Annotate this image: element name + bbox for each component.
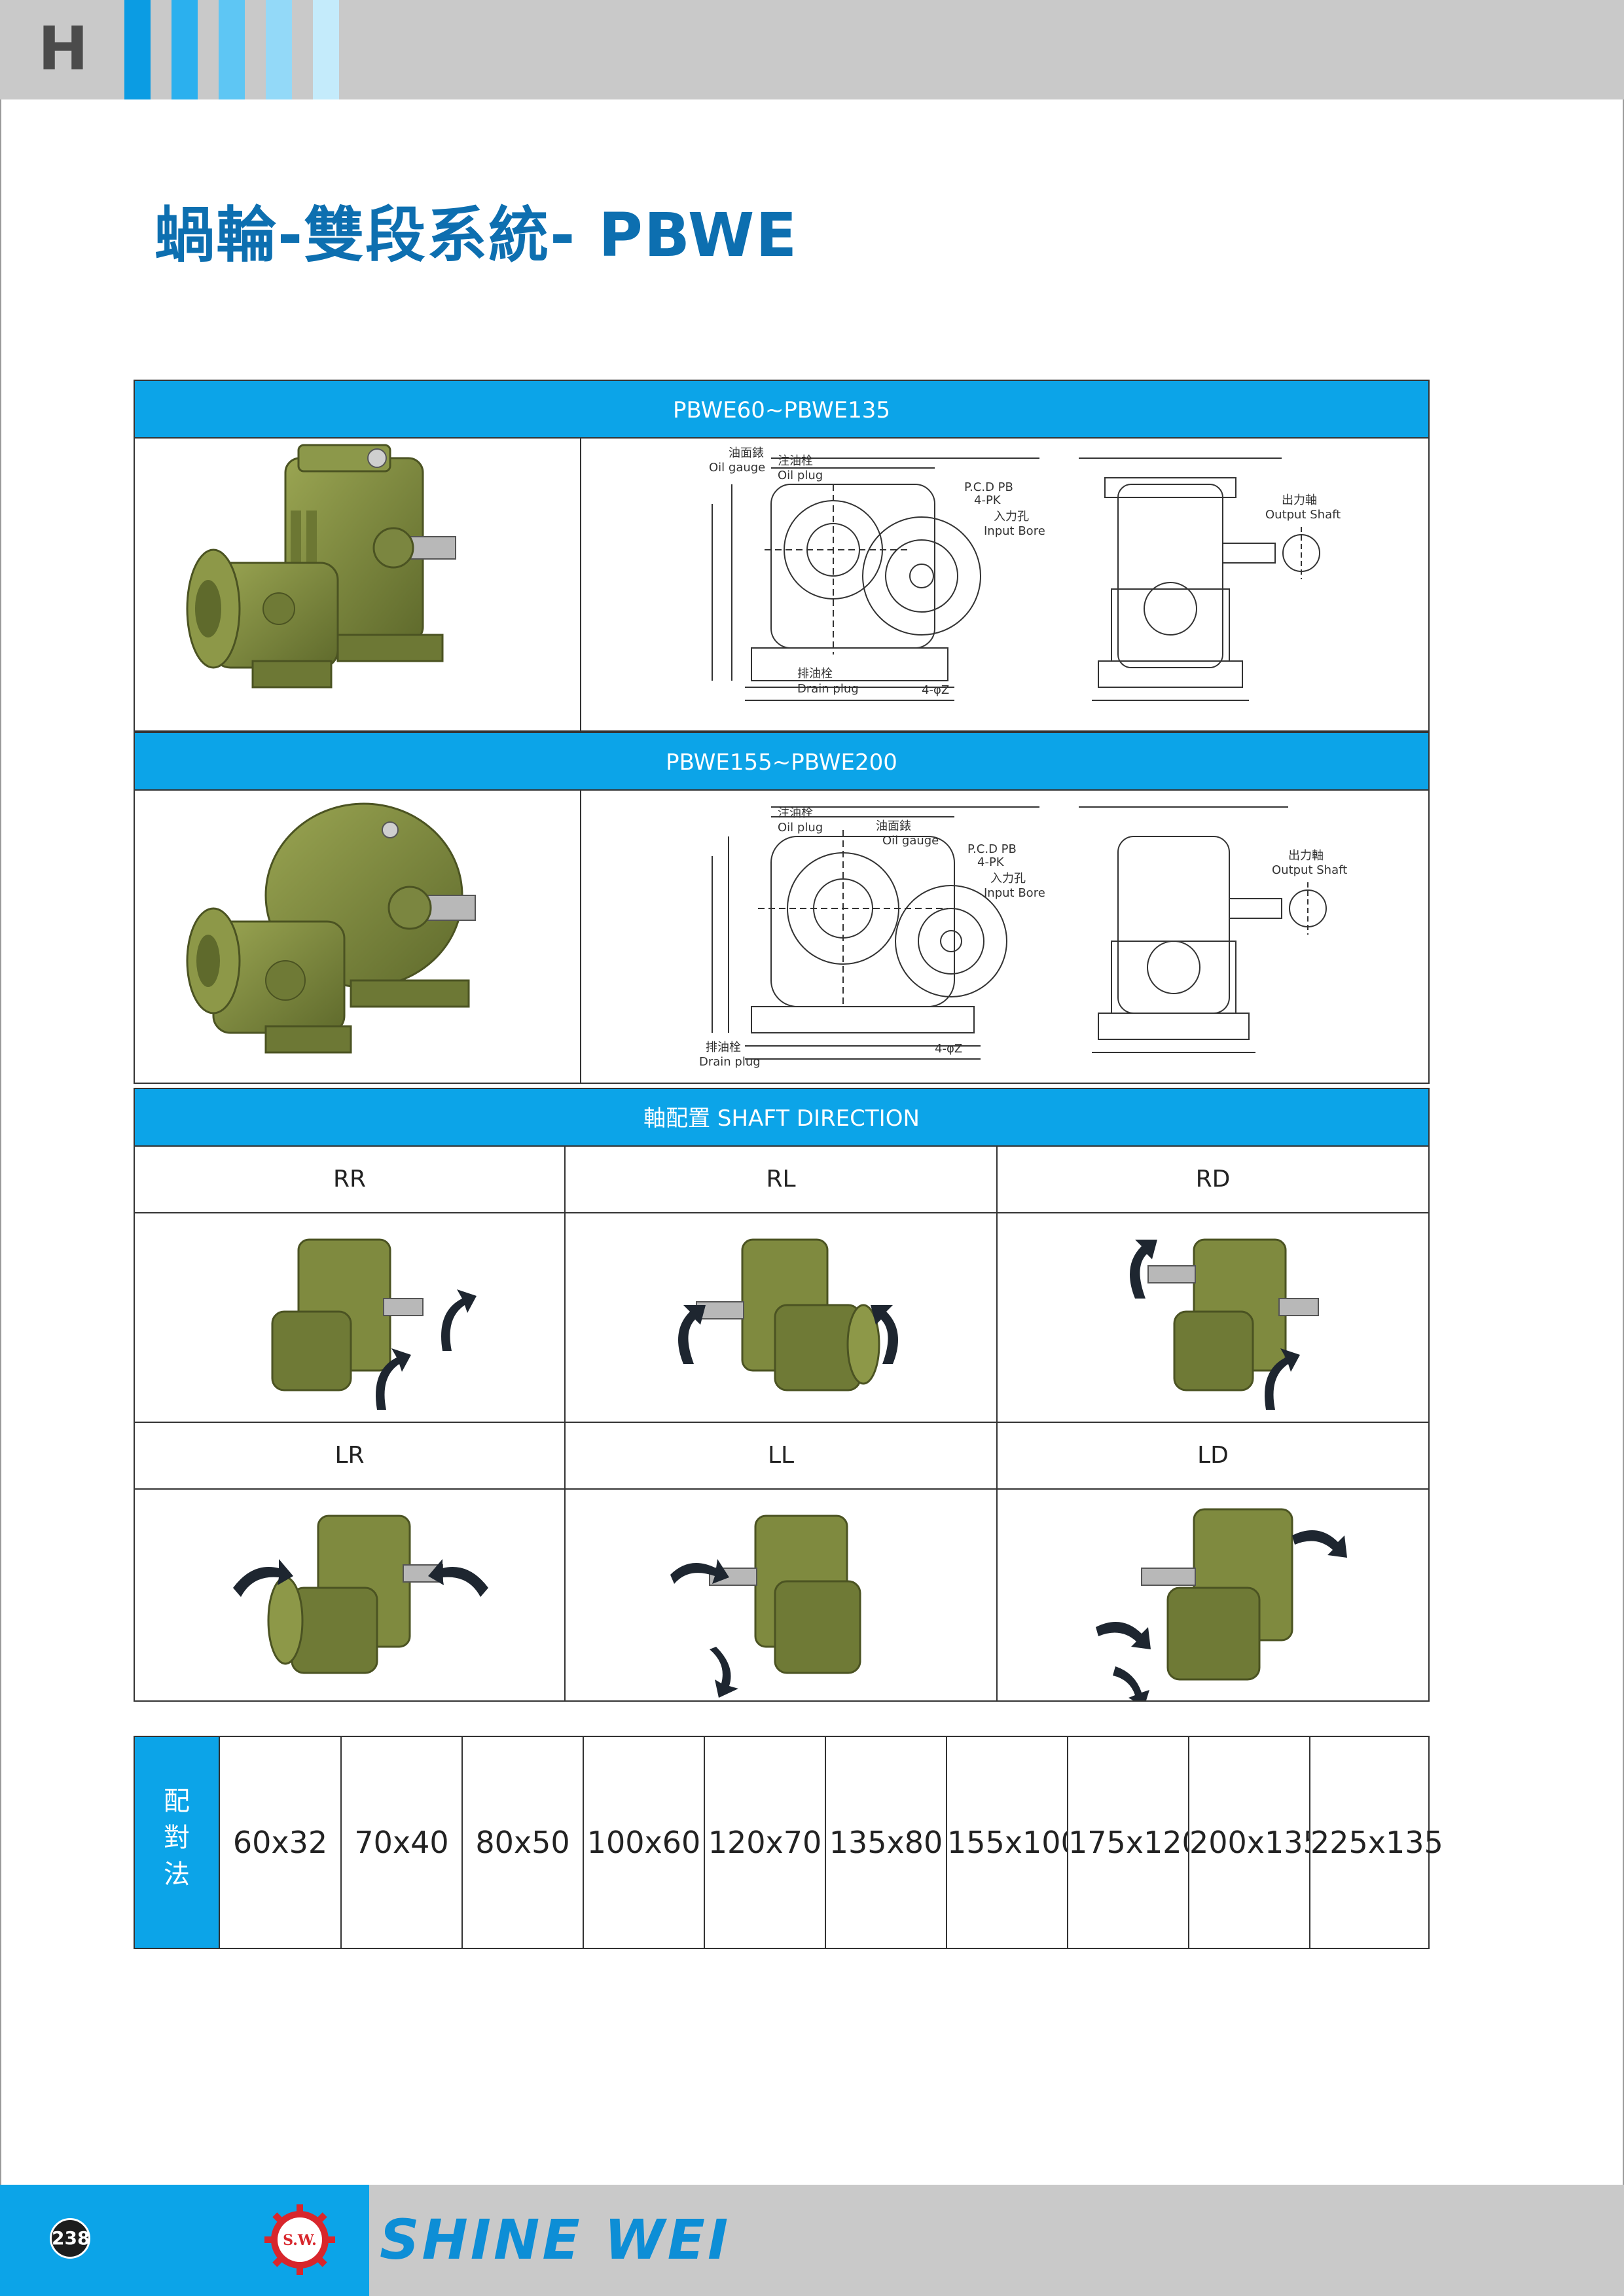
shaft-direction-band: 軸配置 SHAFT DIRECTION xyxy=(134,1088,1430,1147)
stripe-5 xyxy=(313,0,339,99)
pairing-header-char: 配 xyxy=(164,1786,190,1816)
sw-gear-logo-icon: S.W. xyxy=(264,2204,335,2275)
shaft-rr-image xyxy=(271,1238,477,1410)
shaft-label-rd: RD xyxy=(996,1145,1430,1213)
svg-text:S.W.: S.W. xyxy=(283,2232,317,2249)
pairing-cell: 80x50 xyxy=(461,1736,584,1949)
page-title: 蝸輪-雙段系統- PBWE xyxy=(154,200,799,270)
shaft-label-rl: RL xyxy=(564,1145,998,1213)
pairing-cell: 225x135 xyxy=(1309,1736,1443,1949)
pairing-cell: 175x120 xyxy=(1067,1736,1201,1949)
pairing-cell: 100x60 xyxy=(583,1736,705,1949)
pairing-cell: 70x40 xyxy=(340,1736,463,1949)
gearbox-photo-2 xyxy=(186,802,476,1054)
shaft-ll-image xyxy=(670,1515,861,1698)
pairing-cell: 120x70 xyxy=(704,1736,826,1949)
svg-text:Output Shaft: Output Shaft xyxy=(1265,508,1341,522)
pairing-cell: 60x32 xyxy=(219,1736,342,1949)
pairing-cell: 135x80 xyxy=(825,1736,947,1949)
shaft-ld-image xyxy=(1096,1508,1347,1700)
svg-text:入力孔: 入力孔 xyxy=(990,872,1026,886)
svg-text:4-PK: 4-PK xyxy=(977,855,1005,869)
shaft-image-cell-lr xyxy=(134,1488,566,1702)
pairing-header-char: 法 xyxy=(164,1859,190,1890)
svg-text:Drain plug: Drain plug xyxy=(797,682,859,696)
dimension-drawing-2: 注油栓 Oil plug 油面錶 Oil gauge P.C.D PB 4-PK… xyxy=(699,806,1347,1069)
product-drawing-cell-2: 注油栓 Oil plug 油面錶 Oil gauge P.C.D PB 4-PK… xyxy=(580,789,1430,1084)
pairing-cell: 155x100 xyxy=(946,1736,1080,1949)
svg-text:4-φZ: 4-φZ xyxy=(922,683,949,697)
shaft-image-cell-rl xyxy=(564,1212,998,1423)
pairing-cell: 200x135 xyxy=(1188,1736,1322,1949)
shaft-label-ld: LD xyxy=(996,1422,1430,1490)
stripe-4 xyxy=(266,0,292,99)
svg-text:注油栓: 注油栓 xyxy=(778,806,813,820)
svg-text:排油栓: 排油栓 xyxy=(797,667,833,681)
svg-text:油面錶: 油面錶 xyxy=(729,446,764,460)
shaft-image-cell-ll xyxy=(564,1488,998,1702)
page-number: 238 xyxy=(50,2218,90,2259)
svg-text:注油栓: 注油栓 xyxy=(778,454,813,468)
svg-text:Oil gauge: Oil gauge xyxy=(709,461,765,475)
svg-text:4-PK: 4-PK xyxy=(974,493,1001,507)
svg-text:4-φZ: 4-φZ xyxy=(935,1042,962,1056)
svg-text:P.C.D PB: P.C.D PB xyxy=(964,480,1013,494)
product-band-2: PBWE155~PBWE200 xyxy=(134,732,1430,791)
svg-text:Oil plug: Oil plug xyxy=(778,821,823,834)
stripe-1 xyxy=(124,0,151,99)
svg-text:出力軸: 出力軸 xyxy=(1282,493,1317,507)
gearbox-photo-1 xyxy=(186,444,456,689)
dimension-drawing-1: 油面錶 Oil gauge 注油栓 Oil plug P.C.D PB 4-PK… xyxy=(709,446,1341,701)
shaft-label-rr: RR xyxy=(134,1145,566,1213)
pairing-header-char: 對 xyxy=(164,1823,190,1853)
shaft-label-ll: LL xyxy=(564,1422,998,1490)
shaft-rd-image xyxy=(1130,1238,1319,1410)
shaft-image-cell-rd xyxy=(996,1212,1430,1423)
svg-text:排油栓: 排油栓 xyxy=(706,1041,741,1054)
svg-text:Oil gauge: Oil gauge xyxy=(882,834,939,848)
pairing-header-text: 配 對 法 xyxy=(135,1783,219,1893)
svg-text:Input Bore: Input Bore xyxy=(984,524,1045,538)
product-drawing-cell-1: 油面錶 Oil gauge 注油栓 Oil plug P.C.D PB 4-PK… xyxy=(580,437,1430,732)
stripe-2 xyxy=(171,0,198,99)
product-band-1: PBWE60~PBWE135 xyxy=(134,380,1430,439)
svg-text:Input Bore: Input Bore xyxy=(984,886,1045,900)
stripe-3 xyxy=(219,0,245,99)
pairing-header: 配 對 法 xyxy=(134,1736,220,1949)
shaft-lr-image xyxy=(233,1515,488,1674)
shaft-rl-image xyxy=(678,1238,898,1391)
shaft-image-cell-rr xyxy=(134,1212,566,1423)
section-letter: H xyxy=(38,14,88,84)
svg-text:出力軸: 出力軸 xyxy=(1288,849,1324,863)
svg-text:Drain plug: Drain plug xyxy=(699,1055,761,1069)
svg-text:入力孔: 入力孔 xyxy=(994,510,1029,524)
brand-name: SHINE WEI xyxy=(380,2208,731,2272)
shaft-image-cell-ld xyxy=(996,1488,1430,1702)
svg-text:油面錶: 油面錶 xyxy=(876,819,911,833)
shaft-label-lr: LR xyxy=(134,1422,566,1490)
svg-text:Oil plug: Oil plug xyxy=(778,469,823,482)
svg-text:Output Shaft: Output Shaft xyxy=(1272,863,1347,877)
svg-text:P.C.D PB: P.C.D PB xyxy=(967,842,1017,856)
product-photo-cell-2 xyxy=(134,789,581,1084)
product-photo-cell-1 xyxy=(134,437,581,732)
